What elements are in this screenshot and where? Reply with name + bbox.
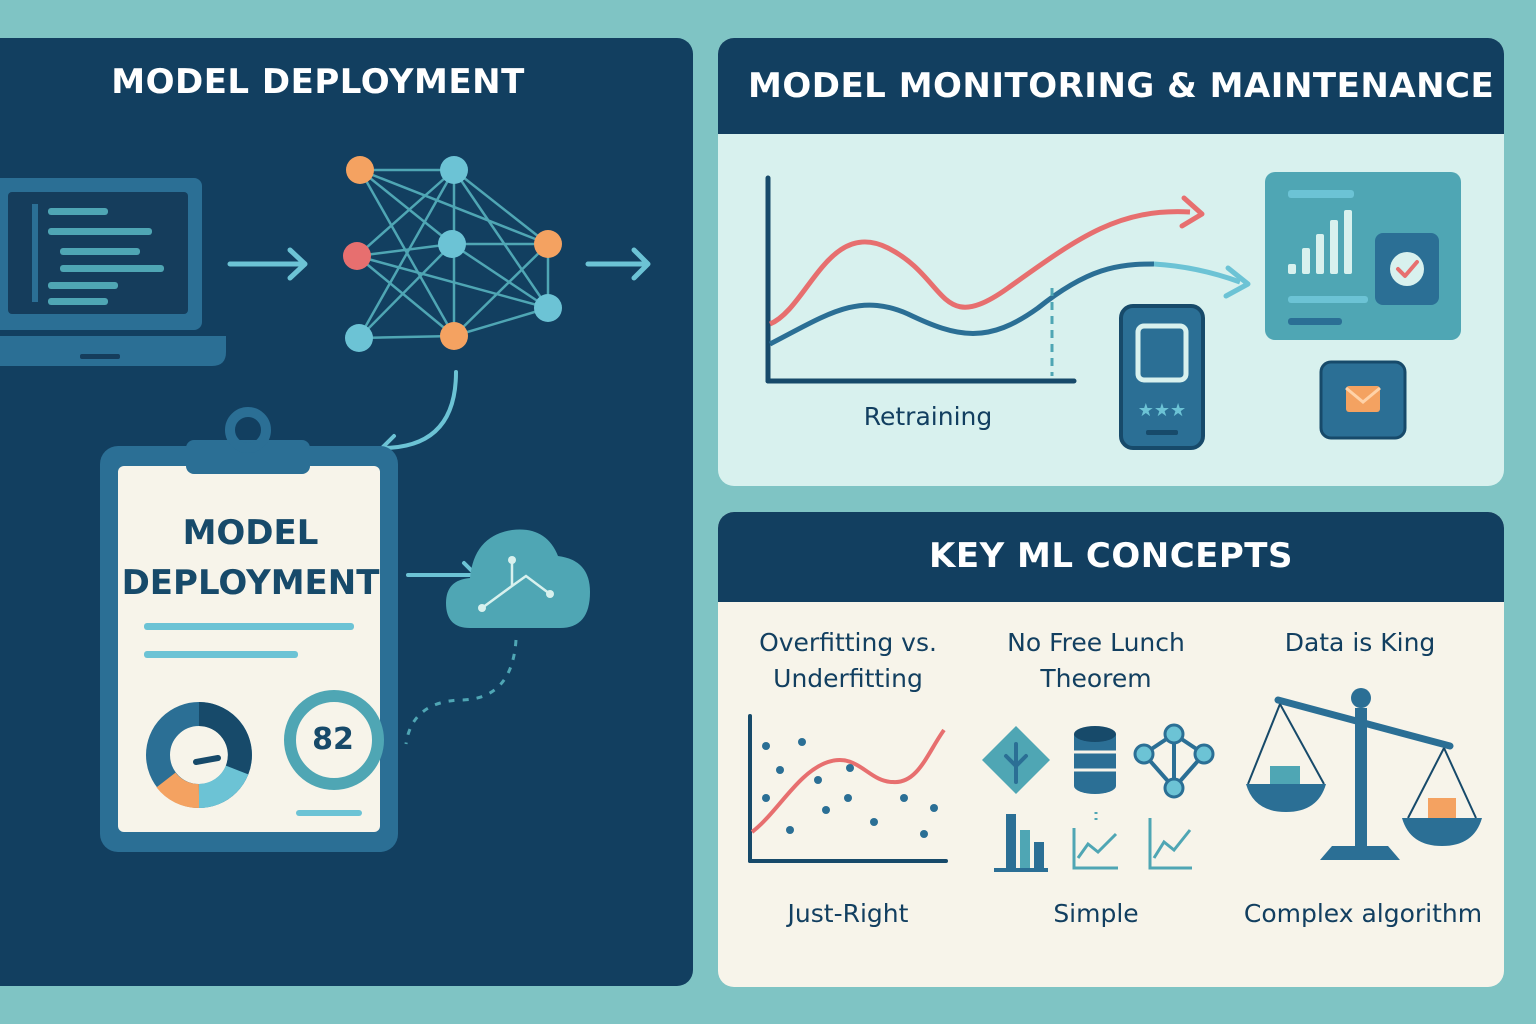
network-graph-icon xyxy=(1133,723,1215,799)
line-chart-icon xyxy=(1148,818,1192,870)
concept-heading-line2: Theorem xyxy=(1040,664,1152,693)
arrow-right-icon xyxy=(1179,195,1205,229)
concept-heading-data-is-king: Data is King xyxy=(1240,625,1480,661)
performance-chart xyxy=(765,175,1251,384)
clipboard-title: MODEL DEPLOYMENT xyxy=(118,508,383,608)
badge-check-icon xyxy=(1390,252,1424,286)
arrow-right-icon xyxy=(227,247,308,281)
retraining-label: Retraining xyxy=(863,402,993,431)
concept-caption-complex-algorithm: Complex algorithm xyxy=(1243,899,1483,928)
clipboard-title-line1: MODEL xyxy=(182,513,319,553)
model-monitoring-panel: MODEL MONITORING & MAINTENANCE ★★★ xyxy=(718,38,1504,486)
key-ml-concepts-title: KEY ML CONCEPTS xyxy=(929,536,1293,576)
concept-caption-simple: Simple xyxy=(1053,899,1139,928)
concept-heading-line1: No Free Lunch xyxy=(1007,628,1185,657)
cloud-icon xyxy=(446,529,590,628)
dashboard-icon xyxy=(1265,172,1461,340)
concept-heading-line1: Data is King xyxy=(1284,628,1436,657)
dashed-connector xyxy=(404,639,518,745)
arrow-right-icon xyxy=(1223,265,1251,299)
neural-network-icon xyxy=(343,156,562,352)
laptop-icon xyxy=(0,178,226,366)
model-monitoring-header xyxy=(718,38,1504,134)
scale-icon xyxy=(1246,688,1482,860)
line-chart-icon xyxy=(1072,812,1118,870)
fit-chart-icon xyxy=(748,714,948,863)
bar-chart-icon xyxy=(994,814,1048,872)
monitoring-illustration: ★★★ xyxy=(765,172,1461,450)
database-icon xyxy=(1074,726,1116,794)
concept-heading-line1: Overfitting vs. xyxy=(759,628,937,657)
smartphone-icon: ★★★ xyxy=(1119,304,1205,450)
key-ml-concepts-panel: KEY ML CONCEPTS Overfitting vs. Underfit… xyxy=(718,512,1504,987)
curved-arrow-icon xyxy=(380,370,458,462)
model-deployment-title: MODEL DEPLOYMENT xyxy=(111,62,525,102)
clipboard-icon xyxy=(100,407,398,852)
key-ml-concepts-header xyxy=(718,512,1504,602)
mail-icon xyxy=(1319,360,1407,440)
gauge-value: 82 xyxy=(312,722,354,757)
concepts-illustration xyxy=(748,688,1482,872)
concept-heading-overfitting: Overfitting vs. Underfitting xyxy=(728,625,968,697)
clipboard-title-line2: DEPLOYMENT xyxy=(121,563,380,603)
arrow-right-icon xyxy=(585,247,651,281)
concept-caption-just-right: Just-Right xyxy=(787,899,909,928)
tree-icon xyxy=(982,726,1050,794)
concept-heading-line2: Underfitting xyxy=(773,664,923,693)
model-monitoring-title: MODEL MONITORING & MAINTENANCE xyxy=(748,66,1495,106)
concept-heading-no-free-lunch: No Free Lunch Theorem xyxy=(976,625,1216,697)
svg-text:★★★: ★★★ xyxy=(1138,400,1186,421)
